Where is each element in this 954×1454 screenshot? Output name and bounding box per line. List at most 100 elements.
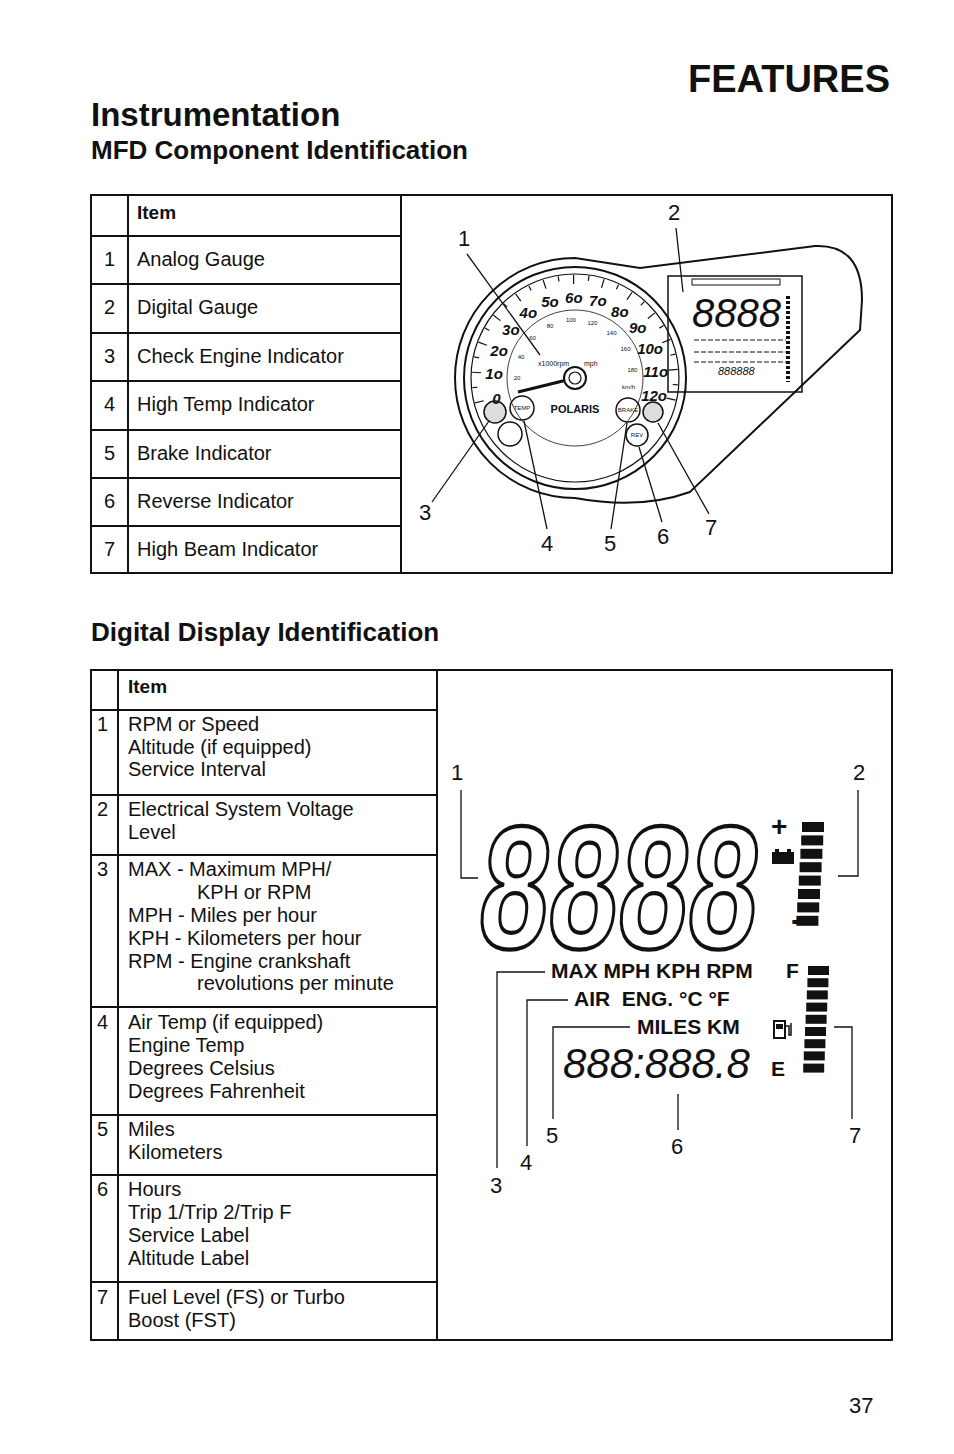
item-number: 4 (104, 393, 115, 416)
dial-tick (670, 354, 675, 355)
needle-hub (569, 372, 581, 384)
dial-tick (516, 294, 521, 301)
dial-number: 9o (629, 319, 647, 334)
table-cell: Service Label (128, 1224, 249, 1247)
bar-segment (800, 862, 822, 872)
item-number: 3 (97, 858, 108, 881)
bar-segment (804, 1051, 825, 1060)
scale-unit: x1000rpm (538, 360, 569, 368)
dial-tick (669, 369, 678, 371)
callout-number: 1 (451, 760, 463, 785)
table-cell: Air Temp (if equipped) (128, 1011, 323, 1034)
lcd-visor (692, 279, 780, 285)
dial-tick (673, 384, 678, 386)
table-cell: High Beam Indicator (137, 538, 318, 561)
leader-line (611, 423, 627, 529)
lcd-label: MAX MPH KPH RPM (551, 959, 753, 983)
table-cell: Hours (128, 1178, 181, 1201)
item-number: 5 (97, 1118, 108, 1141)
scale-unit: mph (584, 360, 598, 368)
item-number: 7 (104, 538, 115, 561)
high-beam-lamp (643, 402, 663, 422)
table-border (91, 195, 892, 573)
callout-bracket (461, 790, 478, 878)
lamp-label: BRAKE (618, 407, 638, 413)
callout-number: 3 (419, 500, 431, 525)
bar-segment (805, 1027, 826, 1036)
leader-line (676, 228, 683, 292)
dial-tick (478, 342, 486, 345)
dial-tick (667, 398, 676, 400)
lcd-symbol: - (791, 900, 802, 939)
section-heading: MFD Component Identification (91, 136, 468, 166)
fuel-pump-icon (776, 1024, 783, 1029)
table-cell: Degrees Fahrenheit (128, 1080, 305, 1103)
brake-lamp (616, 398, 640, 422)
item-number: 6 (97, 1178, 108, 1201)
callout-number: 7 (849, 1123, 861, 1148)
table-cell: Electrical System Voltage (128, 798, 354, 821)
table-cell: Level (128, 821, 176, 844)
dial-tick (659, 326, 663, 329)
table-rule (91, 236, 401, 526)
battery-icon (775, 849, 779, 852)
bar-segment (801, 835, 823, 845)
lcd-label: F (786, 959, 799, 983)
dial-tick (472, 387, 477, 389)
table-cell: Service Interval (128, 758, 266, 781)
lamp-label: REV (631, 432, 643, 438)
lcd-legend-rows (694, 340, 786, 362)
table-cell: Fuel Level (FS) or Turbo (128, 1286, 345, 1309)
reverse-lamp (626, 424, 648, 446)
leader-line (467, 254, 540, 355)
callout-number: 5 (546, 1123, 558, 1148)
temp-lamp (510, 396, 534, 420)
speed-number: 160 (620, 346, 630, 352)
lcd-digits: 888:888.8 (563, 1040, 750, 1088)
dial-ticks (472, 275, 678, 403)
table-cell: Digital Gauge (137, 296, 258, 319)
bar-segment (798, 889, 820, 899)
gauge-face (471, 274, 679, 482)
speed-scale (507, 310, 643, 446)
callout-number: 2 (668, 200, 680, 225)
table-header: Item (128, 676, 167, 698)
table-cell: MPH - Miles per hour (128, 904, 317, 927)
item-number: 4 (97, 1011, 108, 1034)
item-number: 1 (97, 713, 108, 736)
table-cell: RPM or Speed (128, 713, 259, 736)
table-cell: RPM - Engine crankshaft (128, 950, 350, 973)
dial-number: 11o (643, 364, 668, 379)
fuel-pump-icon (774, 1021, 785, 1038)
dial-tick (472, 372, 481, 374)
speed-number: 40 (518, 354, 525, 360)
callout-number: 7 (705, 515, 717, 540)
lcd-digits: 888888 (718, 365, 755, 378)
table-rule (91, 710, 437, 1282)
callout-number: 6 (671, 1134, 683, 1159)
brand-logo: POLARIS (551, 404, 600, 415)
bar-segment (807, 990, 828, 999)
dial-number: 6o (565, 290, 583, 305)
dial-number: 1o (485, 366, 503, 381)
dial-tick (588, 276, 590, 281)
dial-tick (602, 279, 605, 288)
table-cell: Check Engine Indicator (137, 345, 344, 368)
item-number: 5 (104, 442, 115, 465)
dial-number: 8o (611, 303, 629, 318)
battery-icon (772, 852, 794, 864)
bar-segment (799, 876, 821, 886)
table-cell: Altitude Label (128, 1247, 249, 1270)
fuel-bar (803, 966, 829, 1073)
callout-number: 4 (520, 1150, 532, 1175)
gauge-bezel (464, 267, 686, 489)
dial-tick (573, 275, 574, 284)
dial-number: 5o (541, 293, 559, 308)
page-number: 37 (849, 1393, 873, 1418)
table-cell: Engine Temp (128, 1034, 244, 1057)
callout-number: 2 (853, 760, 865, 785)
callout-bracket (834, 1027, 852, 1119)
table-header: Item (137, 202, 176, 224)
speed-number: 20 (514, 375, 521, 381)
fuel-pump-icon (785, 1023, 791, 1035)
